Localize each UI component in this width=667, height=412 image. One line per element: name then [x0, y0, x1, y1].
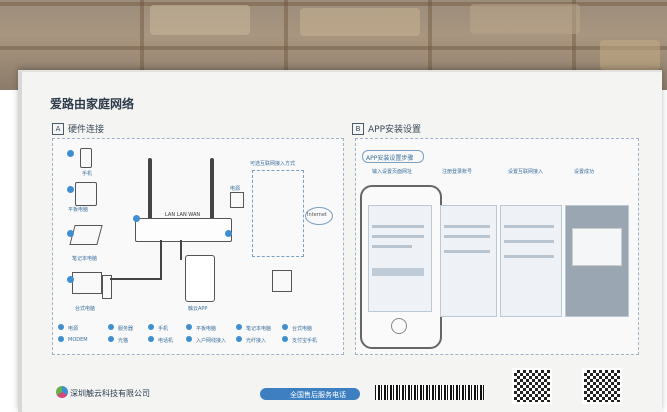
antenna-right — [210, 158, 214, 220]
marker-2 — [67, 186, 74, 193]
legend-item: 电源 — [68, 326, 79, 332]
legend-item: MODEM — [68, 337, 88, 343]
section-a-letter: A — [52, 122, 64, 135]
section-a-label: A 硬件连接 — [52, 122, 104, 135]
router-icon — [135, 218, 232, 242]
device-modem-label: 电源 — [230, 186, 241, 192]
app-phone-icon — [185, 255, 215, 302]
legend-item: 光纤接入 — [246, 338, 267, 344]
home-button-icon — [391, 318, 407, 334]
access-options-box — [252, 170, 304, 257]
marker-1 — [67, 150, 74, 157]
company-logo-icon — [56, 386, 68, 398]
legend-item: 入户网线接入 — [196, 338, 227, 344]
marker-4 — [67, 276, 74, 283]
app-step-3: 设置互联网接入 — [508, 169, 544, 175]
phone-screen — [368, 205, 432, 312]
tile — [300, 8, 420, 36]
cable — [160, 240, 162, 278]
legend-item: 服务器 — [118, 326, 134, 332]
internet-cloud-icon — [305, 207, 333, 225]
screen-bar — [504, 255, 554, 258]
cable — [110, 278, 162, 280]
cable — [180, 240, 182, 260]
service-hotline-label: 全国售后服务电话 — [290, 391, 346, 399]
qr-code — [512, 368, 552, 404]
tile — [470, 4, 580, 34]
section-b-text: APP安装设置 — [368, 125, 422, 135]
hardware-panel — [52, 138, 344, 355]
screen-bar — [372, 225, 424, 228]
legend-item: 笔记本电脑 — [246, 326, 272, 332]
router-ports-label: LAN LAN WAN — [165, 212, 201, 218]
marker-5 — [133, 215, 140, 222]
section-a-text: 硬件连接 — [68, 125, 105, 135]
screen-bar — [504, 225, 554, 228]
service-hotline-badge — [260, 388, 360, 400]
qr-code — [582, 368, 622, 404]
marker-3 — [67, 230, 74, 237]
app-step-2: 注册登录账号 — [442, 169, 473, 175]
legend-item: 光猫 — [118, 338, 129, 344]
screen-bar — [444, 235, 490, 238]
barcode — [375, 385, 485, 400]
screen-bar — [444, 250, 490, 253]
laptop-icon — [69, 225, 103, 245]
app-screen-2 — [440, 205, 497, 317]
screen-bar — [504, 240, 554, 243]
app-steps-title: APP安装设置步骤 — [366, 155, 414, 162]
tile — [600, 40, 660, 70]
screen-bar — [372, 245, 412, 248]
legend-item: 台式电脑 — [292, 326, 313, 332]
section-b-label: B APP安装设置 — [352, 122, 421, 135]
device-desktop-label: 台式电脑 — [75, 306, 96, 312]
device-tablet-label: 平板电脑 — [68, 207, 89, 213]
screen-bar — [444, 225, 490, 228]
tile — [150, 5, 250, 35]
legend-item: 平板电脑 — [196, 326, 217, 332]
legend-item: 手机 — [158, 326, 169, 332]
screen-button — [372, 268, 424, 276]
tablet-device-icon — [272, 270, 292, 292]
legend-item: 电话机 — [158, 338, 174, 344]
app-label: 触云APP — [188, 306, 208, 312]
box-title: 爱路由家庭网络 — [50, 97, 135, 111]
marker-6 — [225, 230, 232, 237]
company-name: 深圳触云科技有限公司 — [70, 389, 150, 398]
app-step-4: 设置成功 — [574, 169, 595, 175]
device-phone-label: 手机 — [82, 171, 93, 177]
device-laptop-label: 笔记本电脑 — [72, 256, 98, 262]
antenna-left — [148, 158, 152, 220]
legend-item: 支付宝手机 — [292, 338, 318, 344]
section-b-letter: B — [352, 122, 364, 135]
app-screen-3 — [500, 205, 562, 317]
internet-label: Internet — [307, 212, 327, 218]
app-steps-title-pill — [362, 150, 424, 163]
access-label: 可选互联网接入方式 — [250, 161, 296, 167]
desktop-icon — [72, 272, 102, 294]
phone-icon — [80, 148, 92, 168]
tablet-icon — [75, 182, 97, 206]
screen-bar — [372, 235, 424, 238]
tower-icon — [102, 275, 112, 299]
success-dialog — [572, 228, 622, 266]
app-step-1: 输入设置页面网址 — [372, 169, 413, 175]
power-adapter-icon — [230, 192, 244, 208]
